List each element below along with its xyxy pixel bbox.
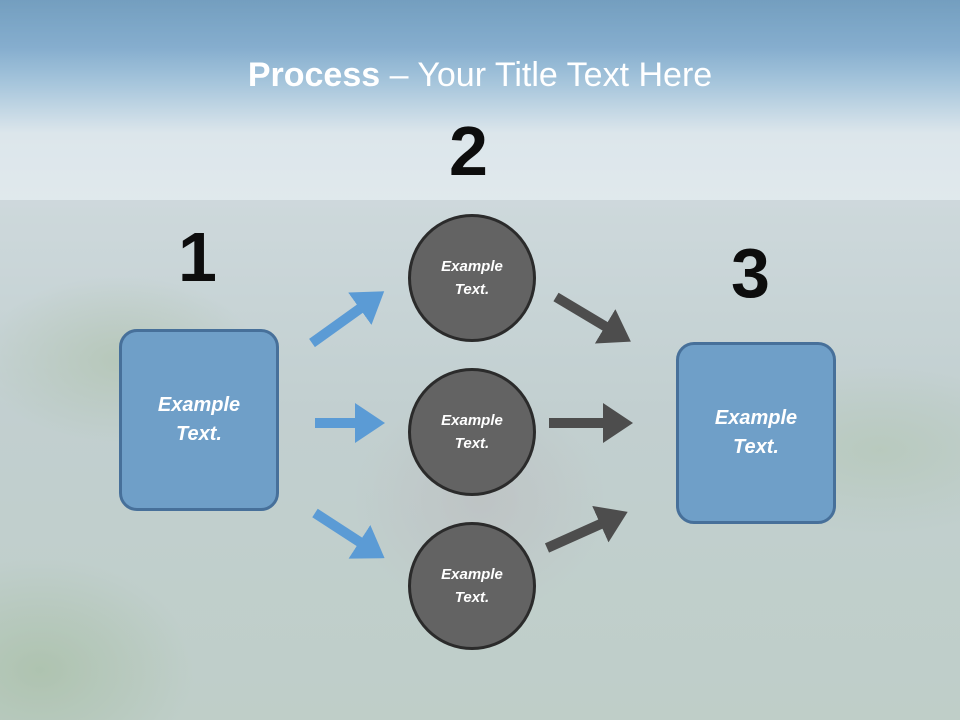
- right-box-text: Example Text.: [714, 407, 798, 458]
- left-box-text: Example Text.: [157, 394, 241, 445]
- circle-middle: Example Text.: [408, 368, 536, 496]
- step-number-1: 1: [178, 218, 217, 296]
- title-bold: Process: [247, 56, 381, 94]
- right-box: Example Text.: [676, 342, 836, 524]
- circle-bottom-text: Example Text.: [441, 566, 503, 606]
- gray-arrow-up: [544, 505, 628, 553]
- blue-arrow-down: [312, 508, 385, 559]
- blue-arrow-up: [309, 291, 385, 348]
- circle-middle-text: Example Text.: [441, 412, 503, 452]
- circle-bottom: Example Text.: [408, 522, 536, 650]
- background-sky: [0, 0, 960, 215]
- left-box: Example Text.: [119, 329, 279, 511]
- slide-title: Process – Your Title Text Here: [0, 40, 960, 110]
- circle-top-text: Example Text.: [441, 258, 503, 298]
- title-rest: – Your Title Text Here: [380, 56, 713, 94]
- circle-top: Example Text.: [408, 214, 536, 342]
- gray-arrow-down: [553, 292, 631, 344]
- step-number-3: 3: [731, 234, 770, 312]
- step-number-2: 2: [449, 112, 488, 190]
